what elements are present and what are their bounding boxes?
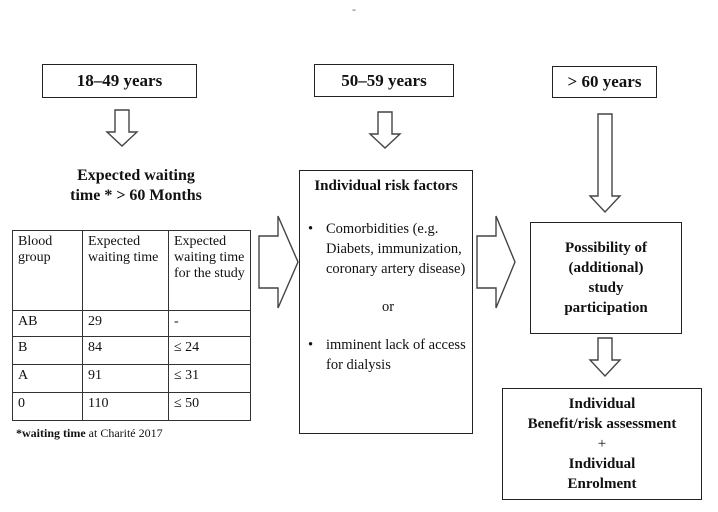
age-group-50-59-box: 50–59 years — [314, 64, 454, 97]
table-row: A 91 ≤ 31 — [12, 364, 251, 393]
right-arrow-icon — [476, 215, 516, 309]
down-arrow-icon — [105, 109, 139, 147]
individual-assessment-box: Individual Benefit/risk assessment + Ind… — [502, 388, 702, 500]
table-cell: ≤ 24 — [168, 336, 251, 365]
age-group-60-plus-box: > 60 years — [552, 66, 657, 98]
assessment-plus: + — [597, 436, 607, 452]
risk-item-comorbidities: Comorbidities (e.g. Diabets, immunizatio… — [326, 221, 466, 277]
risk-factors-title: Individual risk factors — [314, 178, 458, 194]
footnote-rest: at Charité 2017 — [85, 426, 163, 440]
waiting-heading-line1: Expected waiting — [77, 167, 195, 184]
table-cell: B — [12, 336, 83, 365]
table-header-cell: Expected waiting time — [82, 230, 169, 311]
bullet-icon: • — [308, 337, 314, 353]
bullet-icon: • — [308, 221, 314, 237]
table-cell: 0 — [12, 392, 83, 421]
assessment-line2: Benefit/risk assessment — [527, 416, 677, 432]
table-cell: 110 — [82, 392, 169, 421]
down-arrow-icon — [368, 111, 402, 149]
table-cell: - — [168, 310, 251, 337]
risk-factors-list: • Comorbidities (e.g. Diabets, immunizat… — [308, 219, 468, 375]
down-arrow-icon — [588, 113, 622, 214]
right-arrow-icon — [258, 215, 299, 309]
table-row: B 84 ≤ 24 — [12, 336, 251, 365]
age-group-label: 50–59 years — [341, 70, 427, 90]
table-cell: AB — [12, 310, 83, 337]
table-cell: ≤ 50 — [168, 392, 251, 421]
age-group-18-49-box: 18–49 years — [42, 64, 197, 98]
table-row: 0 110 ≤ 50 — [12, 392, 251, 421]
list-item: • imminent lack of access for dialysis — [308, 335, 468, 375]
risk-or-label: or — [381, 299, 395, 315]
risk-item-dialysis: imminent lack of access for dialysis — [326, 337, 466, 373]
table-cell: 84 — [82, 336, 169, 365]
risk-factors-box: Individual risk factors • Comorbidities … — [299, 170, 473, 434]
table-row: AB 29 - — [12, 310, 251, 337]
age-group-label: > 60 years — [567, 72, 642, 91]
age-group-label: 18–49 years — [76, 71, 163, 90]
table-header-row: Blood group Expected waiting time Expect… — [12, 230, 251, 311]
waiting-heading-line2: time * > 60 Months — [70, 187, 202, 204]
table-cell: A — [12, 364, 83, 393]
study-participation-text: Possibility of (additional) study partic… — [564, 240, 648, 316]
assessment-line1: Individual — [568, 396, 636, 412]
blood-group-table: Blood group Expected waiting time Expect… — [12, 230, 251, 421]
table-cell: 29 — [82, 310, 169, 337]
assessment-line3: Individual — [568, 456, 636, 472]
table-footnote: *waiting time at Charité 2017 — [16, 426, 163, 441]
assessment-line4: Enrolment — [567, 476, 637, 492]
table-header-cell: Blood group — [12, 230, 83, 311]
study-participation-box: Possibility of (additional) study partic… — [530, 222, 682, 334]
table-cell: 91 — [82, 364, 169, 393]
table-cell: ≤ 31 — [168, 364, 251, 393]
down-arrow-icon — [588, 337, 622, 378]
waiting-time-heading: Expected waiting time * > 60 Months — [20, 166, 252, 206]
footnote-bold: *waiting time — [16, 426, 86, 440]
top-mark: - — [352, 2, 356, 16]
table-header-cell: Expected waiting time for the study — [168, 230, 251, 311]
list-item: • Comorbidities (e.g. Diabets, immunizat… — [308, 219, 468, 279]
